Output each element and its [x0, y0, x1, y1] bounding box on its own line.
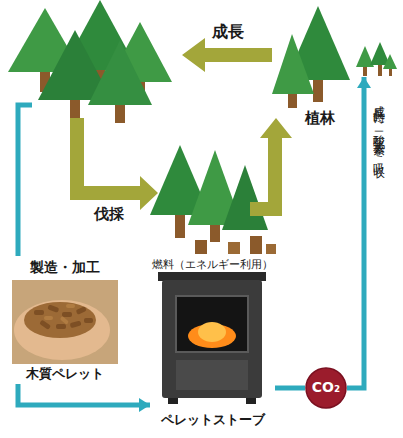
- arrow-label: 成長: [212, 22, 244, 41]
- felling-arrow: [70, 118, 158, 210]
- co2-circle: CO₂: [305, 367, 347, 409]
- node-text: 製造・加工: [8, 259, 122, 276]
- arrow-label: 伐採: [94, 205, 124, 223]
- connector-line: [275, 386, 305, 391]
- process-node: 燃料（エネルギー利用）ペレットストーブ: [150, 258, 275, 430]
- node-text: 木質ペレット: [8, 366, 122, 382]
- cut-forest: [150, 145, 276, 254]
- flow-connector: [18, 384, 150, 412]
- process-node: 植林: [352, 45, 394, 77]
- node-text: CO₂: [305, 379, 347, 396]
- connector-line: [18, 384, 150, 405]
- flow-connector: [275, 388, 305, 389]
- edge-label: 成長時に二酸化炭素を吸収: [372, 96, 386, 160]
- node-text: 植林: [300, 109, 340, 127]
- process-node: 製造・加工木質ペレット: [8, 258, 122, 384]
- pellet-stove: [158, 272, 266, 404]
- replant-arrow: [250, 118, 292, 216]
- planted-trees: [272, 6, 397, 108]
- pellet-photo: [12, 280, 118, 364]
- growth-arrow: [182, 38, 272, 72]
- node-text: ペレットストーブ: [150, 412, 275, 428]
- arrow-head: [139, 398, 150, 412]
- circle-outline: [306, 368, 346, 408]
- supply-line: [18, 105, 32, 256]
- flow-connector: [347, 77, 371, 388]
- node-text: 燃料（エネルギー利用）: [144, 258, 281, 271]
- connector-line: [347, 77, 364, 388]
- forest: [8, 0, 172, 123]
- arrow-head: [357, 77, 371, 88]
